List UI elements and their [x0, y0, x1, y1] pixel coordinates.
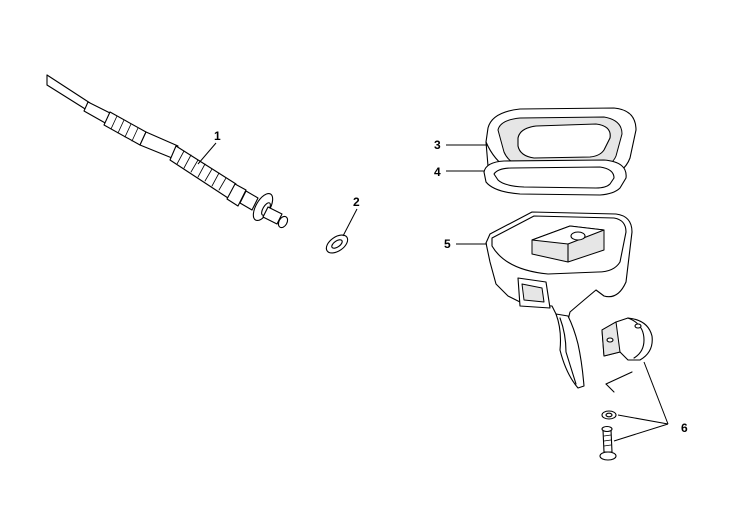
throttle-cable: [46, 74, 289, 229]
clamp-and-screws: [599, 317, 653, 461]
leader-lines: [197, 142, 669, 442]
callout-3: 3: [434, 138, 441, 152]
callout-4: 4: [434, 165, 441, 179]
callout-6: 6: [681, 421, 688, 435]
washer-ring: [325, 234, 349, 254]
callout-5: 5: [444, 237, 451, 251]
gasket: [483, 159, 627, 196]
callout-1: 1: [214, 129, 221, 143]
throttle-housing: [485, 211, 633, 389]
callout-2: 2: [353, 195, 360, 209]
